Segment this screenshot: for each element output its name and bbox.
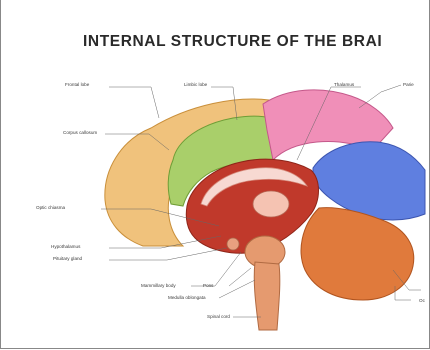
label-spinal-cord: Spinal cord	[207, 314, 230, 319]
label-mammillary-body: Mammillary body	[141, 283, 176, 288]
pituitary-region	[227, 238, 239, 250]
cerebellum-region	[301, 208, 414, 300]
leader-mammillary	[191, 252, 241, 286]
thalamus-region	[253, 191, 289, 217]
brainstem-region	[254, 262, 280, 330]
label-pons: Pons	[203, 283, 213, 288]
label-limbic-lobe: Limbic lobe	[184, 82, 207, 87]
leader-medulla	[219, 280, 255, 298]
leader-pituitary	[109, 248, 227, 260]
label-optic-chiasma: Optic chiasma	[36, 205, 65, 210]
label-corpus-callosum: Corpus callosum	[63, 130, 97, 135]
leader-pons	[229, 268, 251, 286]
label-frontal-lobe: Frontal lobe	[65, 82, 89, 87]
label-pituitary-gland: Pituitary gland	[53, 256, 82, 261]
label-parietal: Parie	[403, 82, 414, 87]
label-medulla-oblongata: Medulla oblongata	[168, 295, 206, 300]
label-hypothalamus: Hypothalamus	[51, 244, 80, 249]
label-occipital: Oc	[419, 298, 425, 303]
label-thalamus: Thalamus	[334, 82, 354, 87]
leader-frontal	[109, 87, 159, 118]
